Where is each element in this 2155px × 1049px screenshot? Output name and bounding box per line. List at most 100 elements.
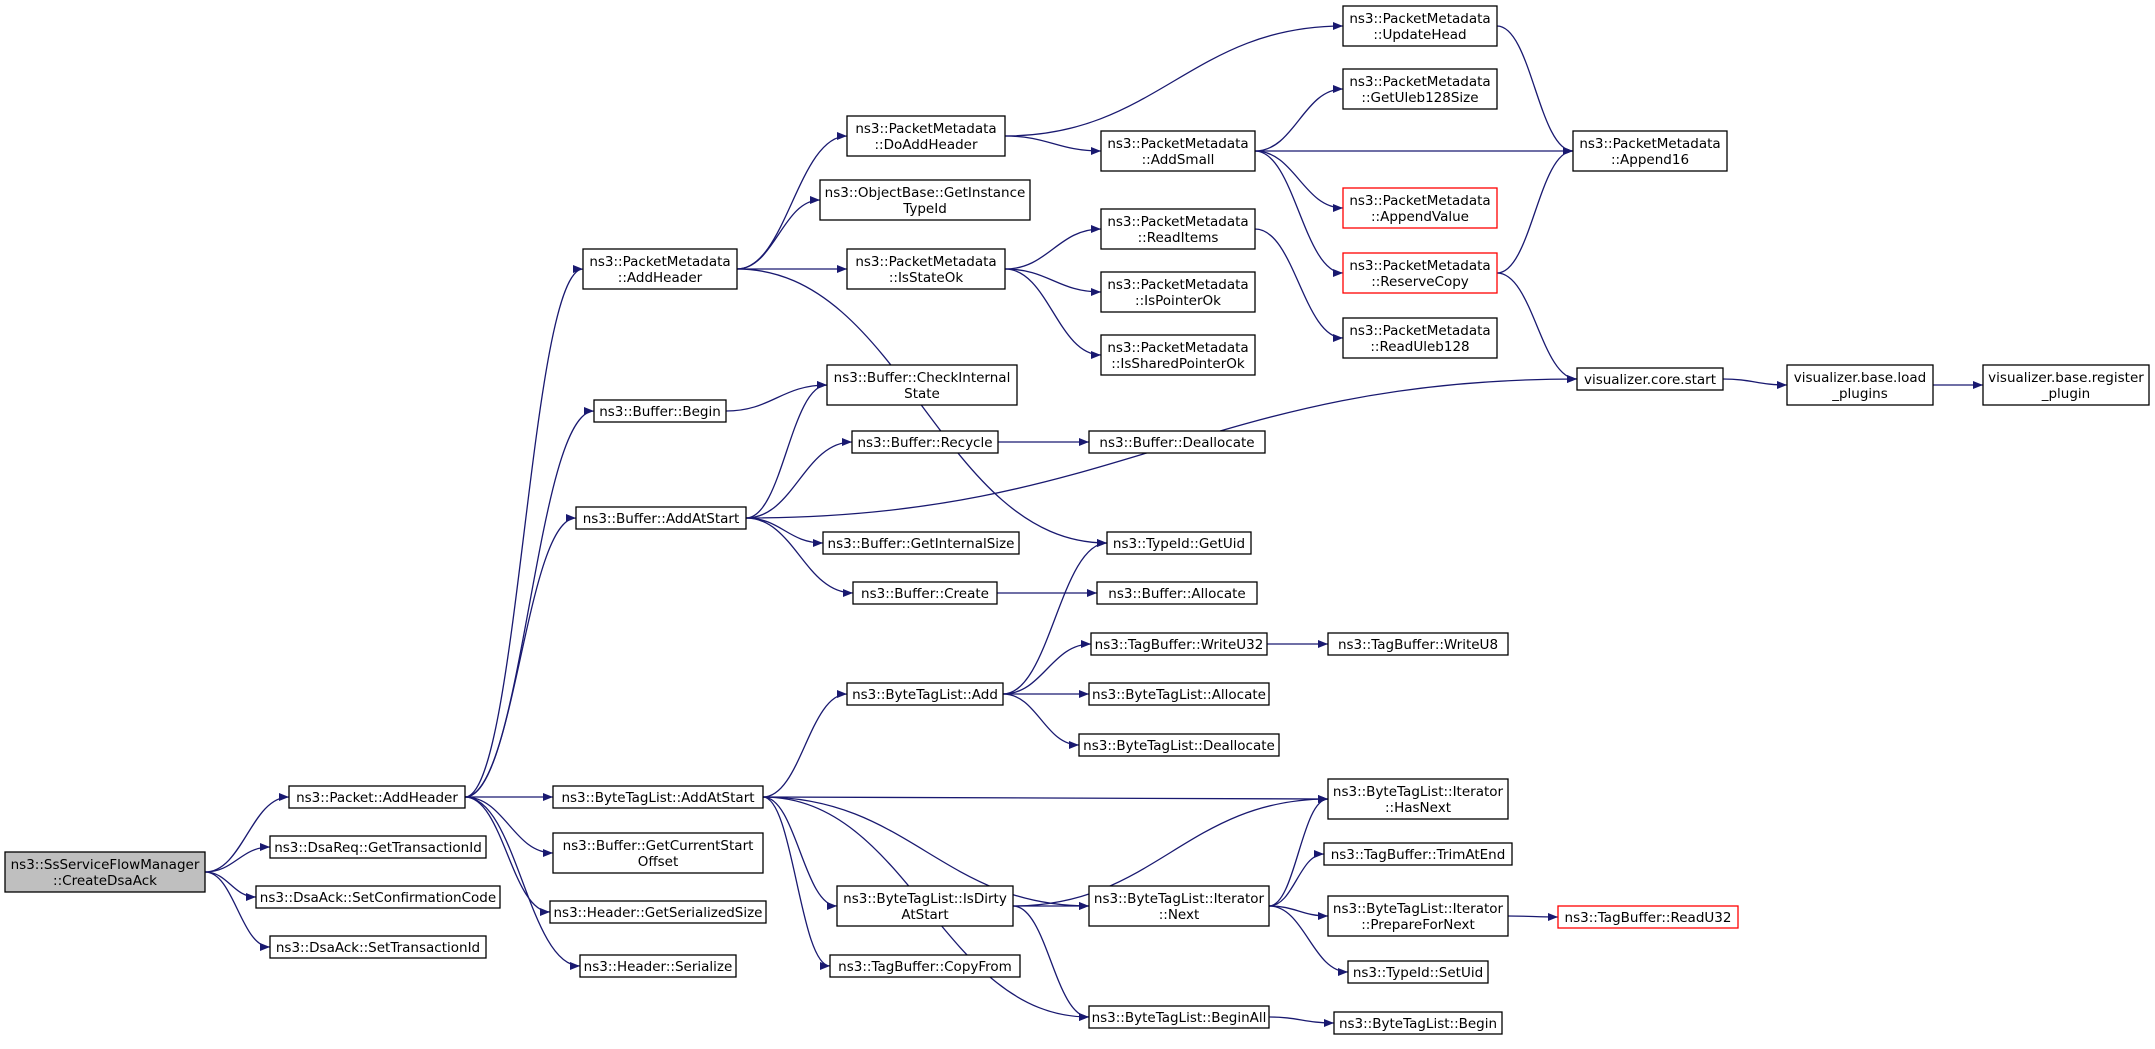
node-pm_reserve_copy[interactable]: ns3::PacketMetadata::ReserveCopy	[1342, 252, 1498, 294]
node-btl_begin_all[interactable]: ns3::ByteTagList::BeginAll	[1088, 1005, 1270, 1029]
edge-buf_begin-to-buf_check_internal	[725, 381, 828, 412]
node-btl_deallocate[interactable]: ns3::ByteTagList::Deallocate	[1078, 733, 1280, 757]
node-label: _plugins	[1831, 386, 1888, 402]
node-label: ns3::TagBuffer::WriteU8	[1338, 637, 1498, 653]
node-label: ns3::PacketMetadata	[1579, 136, 1720, 152]
node-label: ns3::PacketMetadata	[1349, 11, 1490, 27]
edge-pkt_add_header-to-buf_get_cur_start	[464, 796, 554, 857]
node-tb_write_u8[interactable]: ns3::TagBuffer::WriteU8	[1327, 632, 1509, 656]
node-box	[269, 935, 487, 959]
node-box	[1786, 364, 1934, 406]
node-box	[852, 581, 998, 605]
node-tid_set_uid[interactable]: ns3::TypeId::SetUid	[1347, 960, 1489, 984]
node-label: ns3::ByteTagList::AddAtStart	[561, 790, 754, 806]
edge-root-to-dsaack_set_tid	[204, 871, 271, 951]
node-pm_get_uleb_size[interactable]: ns3::PacketMetadata::GetUleb128Size	[1342, 68, 1498, 110]
node-hdr_get_ser_size[interactable]: ns3::Header::GetSerializedSize	[549, 900, 767, 924]
node-box	[579, 954, 737, 978]
node-buf_deallocate[interactable]: ns3::Buffer::Deallocate	[1088, 430, 1266, 454]
node-box	[552, 785, 764, 809]
node-tb_write_u32[interactable]: ns3::TagBuffer::WriteU32	[1090, 632, 1268, 656]
node-label: ns3::PacketMetadata	[855, 121, 996, 137]
node-label: ns3::PacketMetadata	[1107, 277, 1248, 293]
node-btl_iter_has_next[interactable]: ns3::ByteTagList::Iterator::HasNext	[1327, 778, 1509, 820]
node-hdr_serialize[interactable]: ns3::Header::Serialize	[579, 954, 737, 978]
node-buf_add_at_start[interactable]: ns3::Buffer::AddAtStart	[575, 506, 747, 530]
node-viz_base_register[interactable]: visualizer.base.register_plugin	[1982, 364, 2150, 406]
node-buf_get_internal_size[interactable]: ns3::Buffer::GetInternalSize	[822, 531, 1020, 555]
node-btl_allocate[interactable]: ns3::ByteTagList::Allocate	[1088, 682, 1270, 706]
node-btl_iter_next[interactable]: ns3::ByteTagList::Iterator::Next	[1088, 885, 1270, 927]
node-box	[1100, 130, 1256, 172]
node-tb_trim_at_end[interactable]: ns3::TagBuffer::TrimAtEnd	[1323, 842, 1513, 866]
node-label: ns3::PacketMetadata	[1107, 136, 1248, 152]
edge-root-to-dsaack_set_conf	[204, 871, 257, 901]
node-box	[255, 885, 501, 909]
node-tb_read_u32[interactable]: ns3::TagBuffer::ReadU32	[1557, 905, 1739, 929]
node-box	[269, 835, 487, 859]
node-label: ns3::ByteTagList::Iterator	[1094, 891, 1265, 907]
node-box	[549, 900, 767, 924]
node-tb_copy_from[interactable]: ns3::TagBuffer::CopyFrom	[829, 954, 1021, 978]
node-label: ns3::Buffer::Allocate	[1108, 586, 1245, 602]
node-viz_base_load[interactable]: visualizer.base.load_plugins	[1786, 364, 1934, 406]
node-pkt_add_header[interactable]: ns3::Packet::AddHeader	[288, 785, 466, 809]
edge-btl_iter_next-to-btl_iter_has_next	[1268, 795, 1329, 907]
node-label: ns3::ByteTagList::Iterator	[1333, 784, 1504, 800]
node-pm_add_header[interactable]: ns3::PacketMetadata::AddHeader	[582, 248, 738, 290]
node-box	[1572, 130, 1728, 172]
node-pm_is_pointer_ok[interactable]: ns3::PacketMetadata::IsPointerOk	[1100, 271, 1256, 313]
node-pm_append16[interactable]: ns3::PacketMetadata::Append16	[1572, 130, 1728, 172]
node-box	[1347, 960, 1489, 984]
edge-pm_read_items-to-pm_read_uleb	[1254, 228, 1344, 342]
node-label: ::ReadItems	[1138, 230, 1219, 246]
node-label: ns3::TagBuffer::CopyFrom	[838, 959, 1012, 975]
node-label: ::IsPointerOk	[1135, 293, 1221, 309]
node-box	[1327, 778, 1509, 820]
node-btl_begin[interactable]: ns3::ByteTagList::Begin	[1333, 1011, 1503, 1035]
node-btl_iter_prepare[interactable]: ns3::ByteTagList::Iterator::PrepareForNe…	[1327, 895, 1509, 937]
node-pm_do_add_header[interactable]: ns3::PacketMetadata::DoAddHeader	[846, 115, 1006, 157]
node-viz_core_start[interactable]: visualizer.core.start	[1576, 367, 1724, 391]
node-btl_add_at_start[interactable]: ns3::ByteTagList::AddAtStart	[552, 785, 764, 809]
node-dsaack_set_conf[interactable]: ns3::DsaAck::SetConfirmationCode	[255, 885, 501, 909]
node-box	[1333, 1011, 1503, 1035]
edge-btl_add_at_start-to-tb_copy_from	[762, 796, 831, 970]
node-btl_add[interactable]: ns3::ByteTagList::Add	[846, 682, 1004, 706]
edge-btl_begin_all-to-btl_begin	[1268, 1016, 1335, 1027]
node-tid_get_uid[interactable]: ns3::TypeId::GetUid	[1106, 531, 1252, 555]
node-pm_add_small[interactable]: ns3::PacketMetadata::AddSmall	[1100, 130, 1256, 172]
node-dsareq_get_tid[interactable]: ns3::DsaReq::GetTransactionId	[269, 835, 487, 859]
node-box	[1096, 581, 1258, 605]
node-root[interactable]: ns3::SsServiceFlowManager::CreateDsaAck	[4, 851, 206, 893]
edge-pm_do_add_header-to-pm_update_head	[1004, 22, 1344, 137]
node-label: Offset	[638, 854, 679, 870]
node-label: ns3::PacketMetadata	[589, 254, 730, 270]
node-buf_recycle[interactable]: ns3::Buffer::Recycle	[851, 430, 999, 454]
node-buf_allocate[interactable]: ns3::Buffer::Allocate	[1096, 581, 1258, 605]
node-box	[1342, 187, 1498, 229]
node-label: ns3::Buffer::Create	[861, 586, 989, 602]
node-buf_create[interactable]: ns3::Buffer::Create	[852, 581, 998, 605]
node-buf_begin[interactable]: ns3::Buffer::Begin	[593, 399, 727, 423]
node-box	[846, 248, 1006, 290]
node-box	[1327, 632, 1509, 656]
node-pm_read_uleb[interactable]: ns3::PacketMetadata::ReadUleb128	[1342, 317, 1498, 359]
node-label: ::GetUleb128Size	[1361, 90, 1478, 106]
node-dsaack_set_tid[interactable]: ns3::DsaAck::SetTransactionId	[269, 935, 487, 959]
edge-btl_add_at_start-to-btl_add	[762, 690, 848, 798]
edge-buf_add_at_start-to-buf_check_internal	[745, 381, 828, 519]
node-pm_is_state_ok[interactable]: ns3::PacketMetadata::IsStateOk	[846, 248, 1006, 290]
node-pm_update_head[interactable]: ns3::PacketMetadata::UpdateHead	[1342, 5, 1498, 47]
node-pm_read_items[interactable]: ns3::PacketMetadata::ReadItems	[1100, 208, 1256, 250]
node-pm_append_value[interactable]: ns3::PacketMetadata::AppendValue	[1342, 187, 1498, 229]
node-box	[1342, 252, 1498, 294]
node-pm_is_shared_ptr_ok[interactable]: ns3::PacketMetadata::IsSharedPointerOk	[1100, 334, 1256, 376]
node-label: _plugin	[2041, 386, 2091, 402]
edge-pm_add_header-to-tid_get_uid	[736, 268, 1108, 547]
node-box	[1342, 317, 1498, 359]
